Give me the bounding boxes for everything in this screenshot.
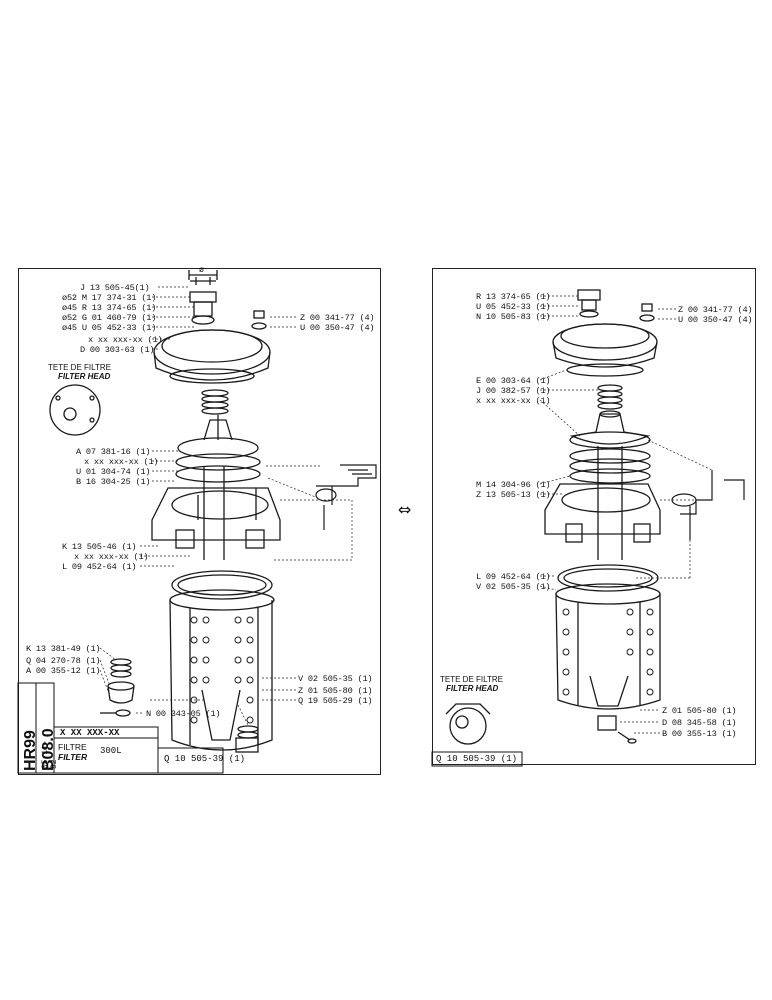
left-retainer: [177, 415, 259, 459]
right-label-10: V 02 505-35 (1): [476, 582, 551, 592]
left-label-14: L 09 452-64 (1): [62, 562, 137, 572]
right-perforations: [562, 608, 654, 696]
drawing-code: HR99 B08.0: [22, 728, 57, 771]
left-plug: [189, 277, 217, 325]
tolerance-mark: ø: [199, 265, 204, 274]
right-label-7: M 14 304-96 (1): [476, 480, 551, 490]
right-label-2: U 05 452-33 (1): [476, 302, 551, 312]
left-label-2: ø52 M 17 374-31 (1): [62, 293, 157, 303]
left-right-label-5: Q 19 505-29 (1): [298, 696, 373, 706]
right-right-label-2: U 00 350-47 (4): [678, 315, 753, 325]
left-label-8: A 07 381-16 (1): [76, 447, 151, 457]
left-panel-frame: [18, 268, 381, 775]
left-right-label-2: U 00 350-47 (4): [300, 323, 375, 333]
left-label-10: U 01 304-74 (1): [76, 467, 151, 477]
left-label-15: K 13 381-49 (1): [26, 644, 101, 654]
left-label-1: J 13 505-45(1): [80, 283, 150, 293]
double-arrow-icon: ⇔: [398, 500, 412, 519]
right-filter-element: [555, 583, 661, 710]
right-part-number: Q 10 505-39 (1): [436, 754, 518, 764]
right-right-label-5: B 00 355-13 (1): [662, 729, 737, 739]
left-label-4: ø52 G 01 460-79 (1): [62, 313, 157, 323]
right-label-8: Z 13 505-13 (1): [476, 490, 551, 500]
right-section-detail: [671, 470, 745, 540]
right-right-label-3: Z 01 505-80 (1): [662, 706, 737, 716]
left-spring: [201, 389, 229, 415]
title-name-fr: FILTRE: [58, 742, 87, 752]
title-ref: X XX XXX-XX: [60, 728, 120, 738]
left-label-3: ø45 R 13 374-65 (1): [62, 303, 157, 313]
left-right-label-4: Z 01 505-80 (1): [298, 686, 373, 696]
left-part-number: Q 10 505-39 (1): [164, 754, 246, 764]
right-label-3: N 10 505-83 (1): [476, 312, 551, 322]
left-spring-small: [100, 658, 135, 717]
left-right-label-1: Z 00 341-77 (4): [300, 313, 375, 323]
left-head-title-fr: TETE DE FILTRE: [48, 363, 111, 372]
right-label-9: L 09 452-64 (1): [476, 572, 551, 582]
left-label-7: D 00 303-63 (1): [80, 345, 155, 355]
drawing-date: 05-11-82: [41, 740, 59, 769]
right-head-title-en: FILTER HEAD: [446, 684, 499, 693]
right-cover: [552, 323, 658, 377]
left-right-label-6: N 00 343-05 (1): [146, 709, 221, 719]
left-label-11: B 16 304-25 (1): [76, 477, 151, 487]
left-cover: [153, 329, 271, 384]
right-right-label-1: Z 00 341-77 (4): [678, 305, 753, 315]
title-name-en: FILTER: [58, 752, 88, 762]
left-housing: [151, 487, 281, 549]
left-label-17: A 00 355-12 (1): [26, 666, 101, 676]
left-label-9: x xx xxx-xx (1): [84, 457, 159, 467]
left-label-12: K 13 505-46 (1): [62, 542, 137, 552]
right-nut: [597, 715, 637, 744]
right-label-6: x xx xxx-xx (1): [476, 396, 551, 406]
right-right-label-4: D 08 345-58 (1): [662, 718, 737, 728]
right-panel-frame: [432, 268, 756, 765]
right-head-title-fr: TETE DE FILTRE: [440, 675, 503, 684]
left-head-title-en: FILTER HEAD: [58, 372, 111, 381]
left-right-label-3: V 02 505-35 (1): [298, 674, 373, 684]
right-spring: [597, 384, 623, 410]
left-filter-head-icon: [49, 384, 101, 436]
right-label-4: E 00 303-64 (1): [476, 376, 551, 386]
left-perforations: [190, 616, 254, 724]
left-label-5: ø45 U 05 452-33 (1): [62, 323, 157, 333]
right-label-1: R 13 374-65 (1): [476, 292, 551, 302]
left-filter-element: [169, 589, 275, 751]
left-bottom-nut: [235, 725, 259, 753]
left-label-13: x xx xxx-xx (1): [74, 552, 149, 562]
right-housing: [544, 483, 661, 543]
right-bell: [569, 410, 651, 449]
left-label-6: x xx xxx-xx (1): [88, 335, 163, 345]
right-plug: [577, 289, 601, 318]
left-label-16: Q 04 270-78 (1): [26, 656, 101, 666]
right-filter-head-icon: [445, 703, 491, 745]
left-section-detail: [315, 464, 377, 530]
right-label-5: J 00 382-57 (1): [476, 386, 551, 396]
title-size: 300L: [100, 746, 122, 756]
